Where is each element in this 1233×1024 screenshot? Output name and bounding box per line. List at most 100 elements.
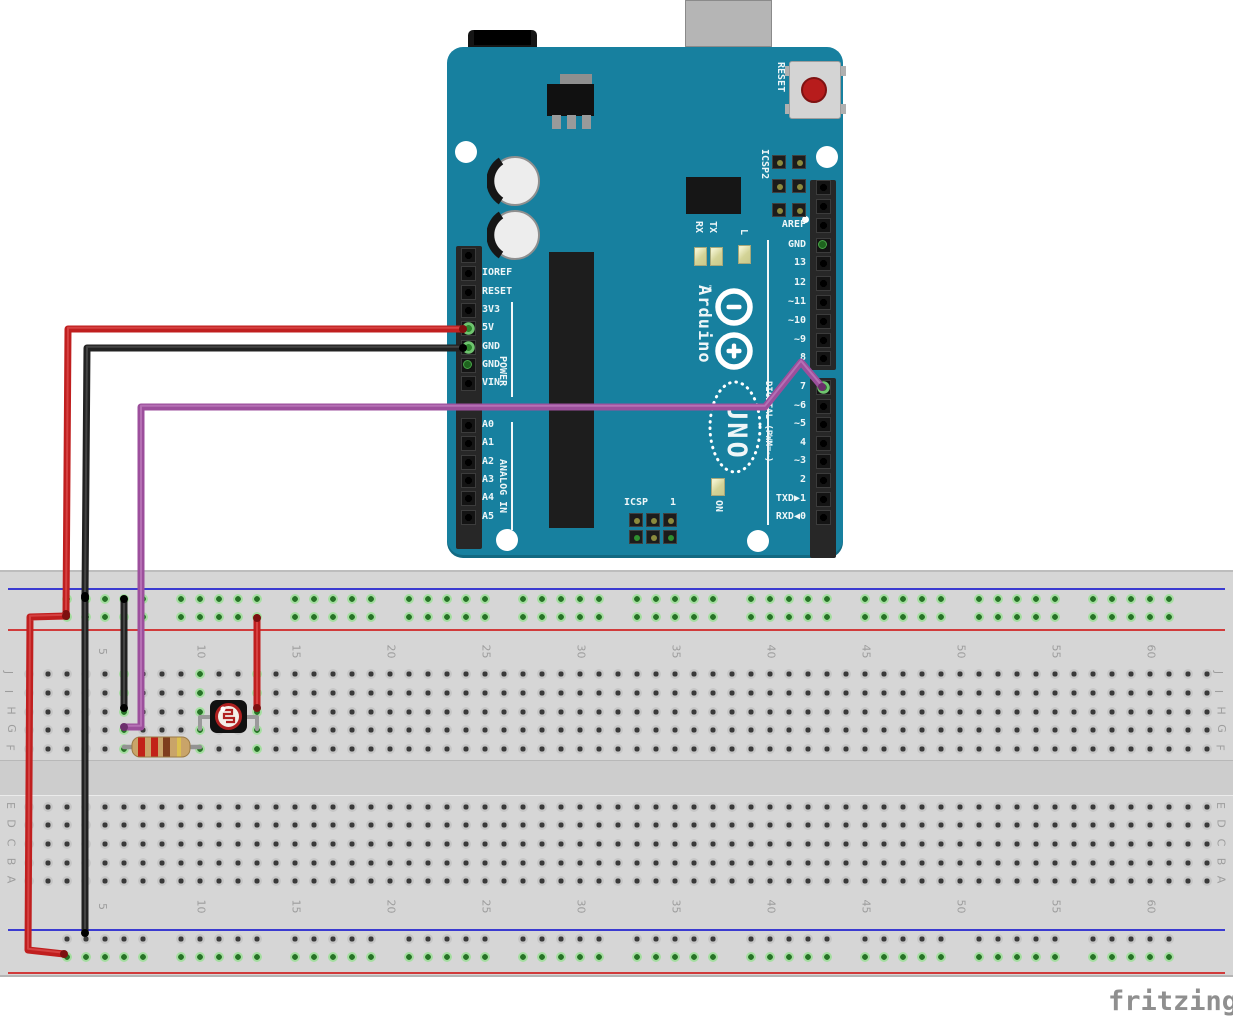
top-blue-rail-hole [765,594,775,604]
breadboard-hole [1164,725,1174,735]
breadboard-hole [404,669,414,679]
breadboard-hole [252,669,262,679]
bottom-red-rail-hole [879,952,889,962]
breadboard-hole [632,744,642,754]
breadboard-hole [746,744,756,754]
top-blue-rail-hole [1031,594,1041,604]
breadboard-hole [632,725,642,735]
breadboard-hole [43,688,53,698]
breadboard-hole [1202,707,1212,717]
top-blue-rail-hole [119,594,129,604]
breadboard-hole [328,876,338,886]
top-blue-rail-hole [860,594,870,604]
breadboard-hole [746,802,756,812]
breadboard-hole [860,858,870,868]
top-blue-rail-hole [195,594,205,604]
breadboard-hole [765,669,775,679]
breadboard-hole [613,725,623,735]
breadboard-hole [81,707,91,717]
pin-label: 3V3 [482,304,501,315]
top-blue-rail-hole [651,594,661,604]
breadboard-hole [499,725,509,735]
breadboard-hole [1126,839,1136,849]
breadboard-hole [1145,725,1155,735]
bottom-blue-rail-hole [1012,934,1022,944]
breadboard-hole [404,820,414,830]
breadboard-hole [936,820,946,830]
breadboard-hole [917,744,927,754]
breadboard-hole [803,744,813,754]
icsp-pin [646,530,660,544]
top-blue-rail-hole [309,594,319,604]
breadboard-hole [499,839,509,849]
row-letter: I [2,689,16,694]
top-red-rail-hole [917,612,927,622]
breadboard-hole [404,876,414,886]
column-number: 25 [479,644,493,659]
top-red-rail-line [8,629,1225,631]
breadboard-hole [385,839,395,849]
mounting-hole [747,530,769,552]
connected-pin-highlight [818,240,827,249]
bottom-blue-rail-hole [1145,934,1155,944]
bottom-red-rail-hole [1145,952,1155,962]
breadboard-hole [784,707,794,717]
breadboard-hole [993,725,1003,735]
top-red-rail-hole [461,612,471,622]
column-number: 60 [1144,899,1158,914]
bottom-red-rail-hole [347,952,357,962]
top-red-rail-hole [993,612,1003,622]
bottom-red-rail-hole [480,952,490,962]
breadboard-hole [537,839,547,849]
breadboard-hole [442,707,452,717]
breadboard-hole [1202,820,1212,830]
top-red-rail-hole [442,612,452,622]
breadboard-hole [1069,707,1079,717]
top-red-rail-hole [898,612,908,622]
row-letter: B [1214,857,1228,866]
breadboard-hole [651,802,661,812]
breadboard-hole [1050,876,1060,886]
pin-label: 8 [799,352,806,363]
bottom-red-rail-hole [1050,952,1060,962]
breadboard-hole [290,839,300,849]
breadboard-hole [537,744,547,754]
icsp-label: ICSP [624,497,649,508]
breadboard-hole [62,725,72,735]
breadboard-hole [708,802,718,812]
top-blue-rail-hole [252,594,262,604]
breadboard-hole [423,744,433,754]
breadboard-hole [860,707,870,717]
breadboard-hole [784,669,794,679]
breadboard-hole [423,707,433,717]
usb-port-top [685,0,772,47]
breadboard-hole [1164,802,1174,812]
pin-label: ~11 [787,296,806,307]
silk-line [511,302,513,397]
breadboard-hole [24,820,34,830]
top-red-rail-hole [860,612,870,622]
silk-line [511,422,513,530]
bottom-red-rail-hole [651,952,661,962]
breadboard-hole [309,820,319,830]
breadboard-hole [1164,876,1174,886]
pin-label: TXD▶1 [775,493,806,504]
bottom-blue-rail-hole [898,934,908,944]
bottom-red-rail-hole [1012,952,1022,962]
breadboard-hole [138,802,148,812]
breadboard-hole [537,688,547,698]
row-letter: F [1213,744,1227,751]
breadboard-hole [689,802,699,812]
rx-label: RX [693,221,704,234]
breadboard-hole [1012,707,1022,717]
breadboard-hole [81,688,91,698]
breadboard-hole [480,820,490,830]
breadboard-hole [518,688,528,698]
atmega-chip [686,177,741,214]
bottom-blue-rail-hole [442,934,452,944]
breadboard-hole [993,802,1003,812]
breadboard-hole [271,707,281,717]
breadboard-hole [670,725,680,735]
top-blue-rail-hole [879,594,889,604]
top-blue-rail-hole [1050,594,1060,604]
